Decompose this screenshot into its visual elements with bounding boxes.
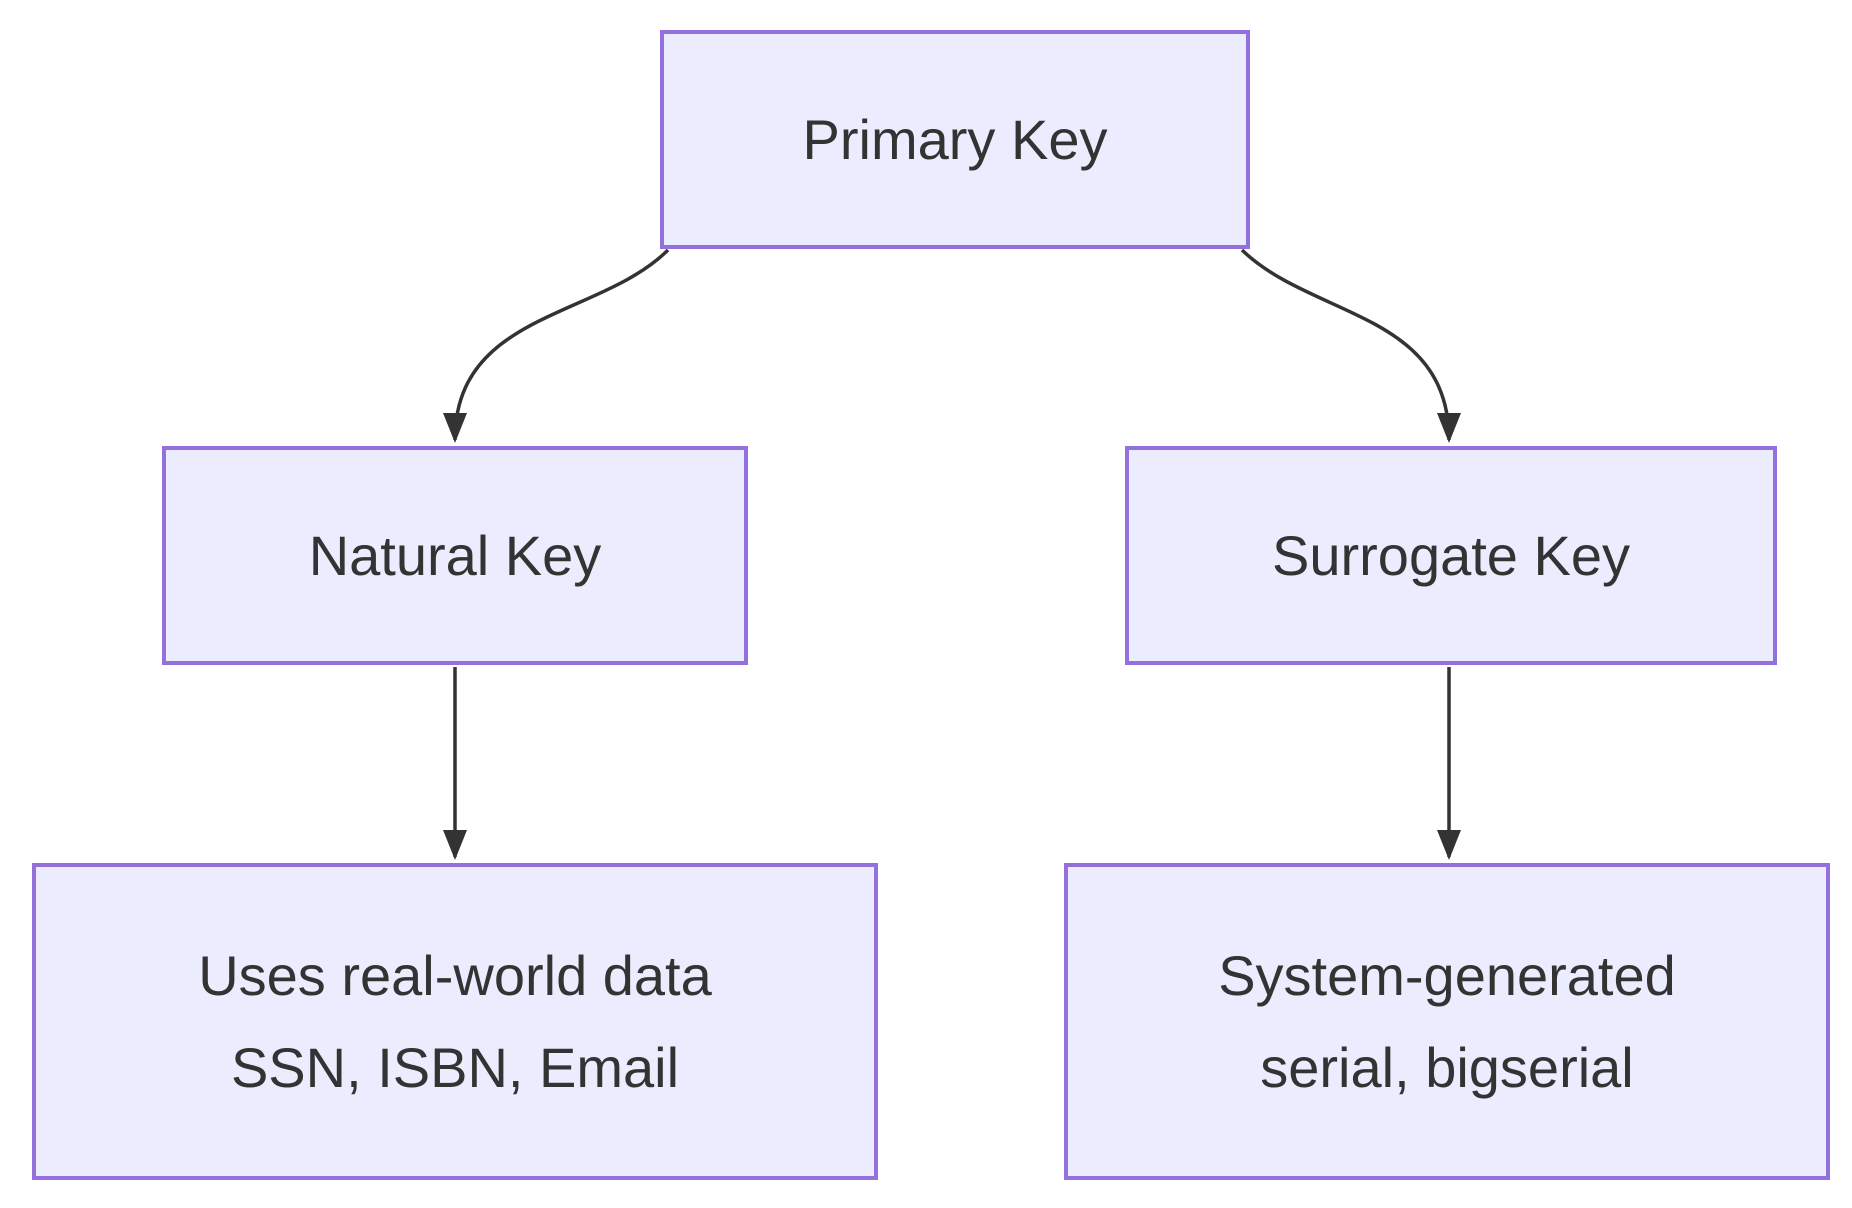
edge-primary-to-surrogate [1240,248,1461,443]
node-natural-key-detail-line1: Uses real-world data [198,943,712,1007]
node-surrogate-key-detail-line1: System-generated [1218,943,1676,1007]
node-natural-key-detail-line2: SSN, ISBN, Email [230,1035,680,1099]
node-primary-key: Primary Key [660,30,1250,249]
node-natural-key-detail: Uses real-world data SSN, ISBN, Email [32,863,878,1180]
node-surrogate-key: Surrogate Key [1125,446,1777,665]
edge-primary-to-natural [443,248,670,443]
node-surrogate-key-detail: System-generated serial, bigserial [1064,863,1830,1180]
node-natural-key-label: Natural Key [308,523,602,587]
node-surrogate-key-label: Surrogate Key [1272,523,1630,587]
node-surrogate-key-detail-line2: serial, bigserial [1260,1035,1634,1099]
node-primary-key-label: Primary Key [802,107,1108,171]
node-natural-key: Natural Key [162,446,748,665]
